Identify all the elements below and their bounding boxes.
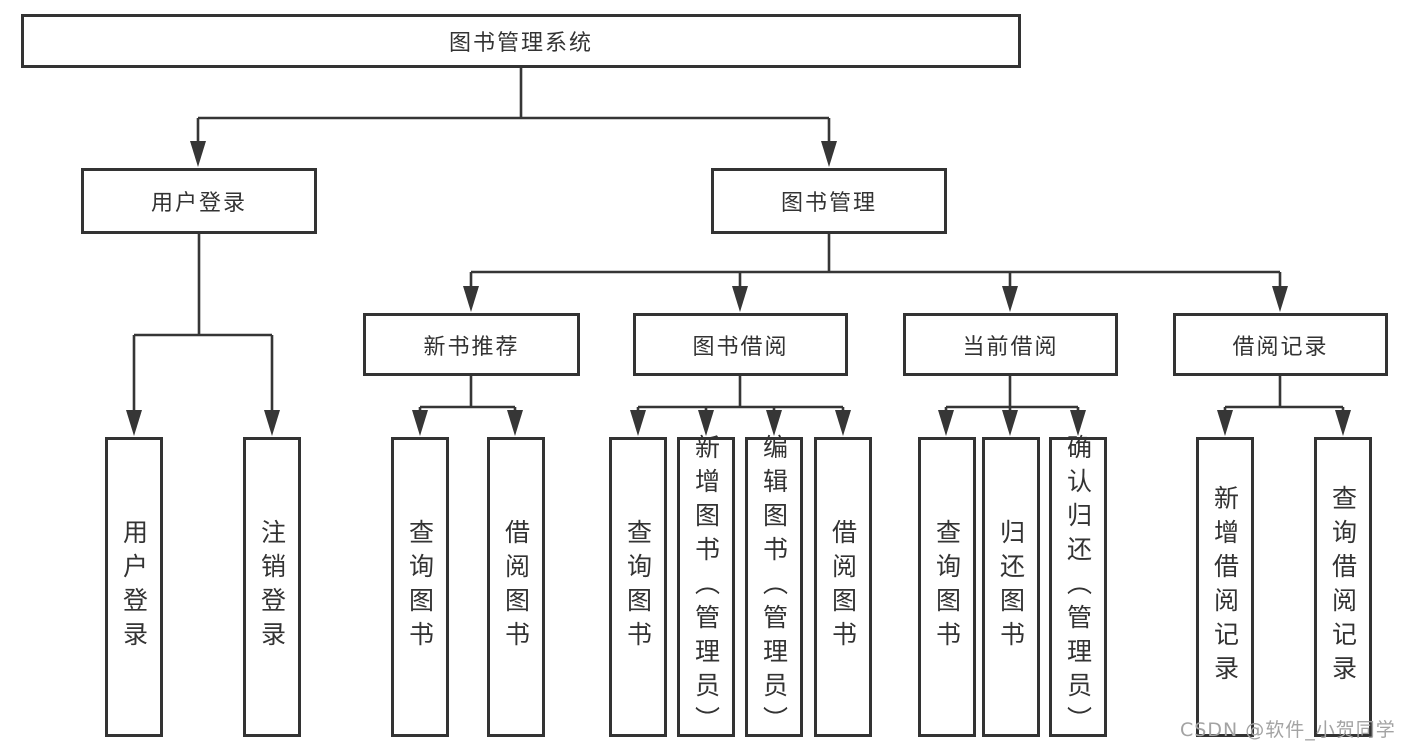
leaf-return-books-label: 归还图书 [996,519,1026,655]
leaf-borrow-books-borrow-label: 借阅图书 [828,519,858,655]
leaf-query-borrow-record-label: 查询借阅记录 [1328,485,1358,689]
leaf-borrow-books-recommend-label: 借阅图书 [501,519,531,655]
leaf-query-books-borrow-label: 查询图书 [623,519,653,655]
node-user-login: 用户登录 [81,168,317,234]
leaf-borrow-books-borrow: 借阅图书 [814,437,872,737]
watermark: CSDN @软件_小贺同学 [1180,719,1396,741]
leaf-confirm-return-admin-label: 确认归还（管理员） [1063,434,1093,740]
node-root: 图书管理系统 [21,14,1021,68]
leaf-query-borrow-record: 查询借阅记录 [1314,437,1372,737]
leaf-query-books-current-label: 查询图书 [932,519,962,655]
node-current-borrow-label: 当前借阅 [962,334,1059,360]
leaf-add-book-admin: 新增图书（管理员） [677,434,735,740]
leaf-add-borrow-record-label: 新增借阅记录 [1210,485,1240,689]
leaf-add-borrow-record: 新增借阅记录 [1196,437,1254,737]
node-new-book-recommend-label: 新书推荐 [423,334,520,360]
node-borrow-records-label: 借阅记录 [1232,334,1329,360]
node-book-borrow: 图书借阅 [633,313,848,376]
node-book-management: 图书管理 [711,168,947,234]
node-root-label: 图书管理系统 [448,31,593,56]
node-book-management-label: 图书管理 [780,191,877,216]
node-new-book-recommend: 新书推荐 [363,313,580,376]
leaf-query-books-recommend-label: 查询图书 [405,519,435,655]
node-book-borrow-label: 图书借阅 [692,334,789,360]
leaf-confirm-return-admin: 确认归还（管理员） [1049,434,1107,740]
node-borrow-records: 借阅记录 [1173,313,1388,376]
leaf-query-books-recommend: 查询图书 [391,437,449,737]
leaf-edit-book-admin: 编辑图书（管理员） [745,434,803,740]
leaf-logout-label: 注销登录 [257,519,287,655]
leaf-logout: 注销登录 [243,437,301,737]
leaf-borrow-books-recommend: 借阅图书 [487,437,545,737]
leaf-add-book-admin-label: 新增图书（管理员） [691,434,721,740]
leaf-return-books: 归还图书 [982,437,1040,737]
leaf-user-login-label: 用户登录 [119,519,149,655]
leaf-query-books-borrow: 查询图书 [609,437,667,737]
node-current-borrow: 当前借阅 [903,313,1118,376]
leaf-user-login: 用户登录 [105,437,163,737]
leaf-query-books-current: 查询图书 [918,437,976,737]
node-user-login-label: 用户登录 [150,191,247,216]
leaf-edit-book-admin-label: 编辑图书（管理员） [759,434,789,740]
